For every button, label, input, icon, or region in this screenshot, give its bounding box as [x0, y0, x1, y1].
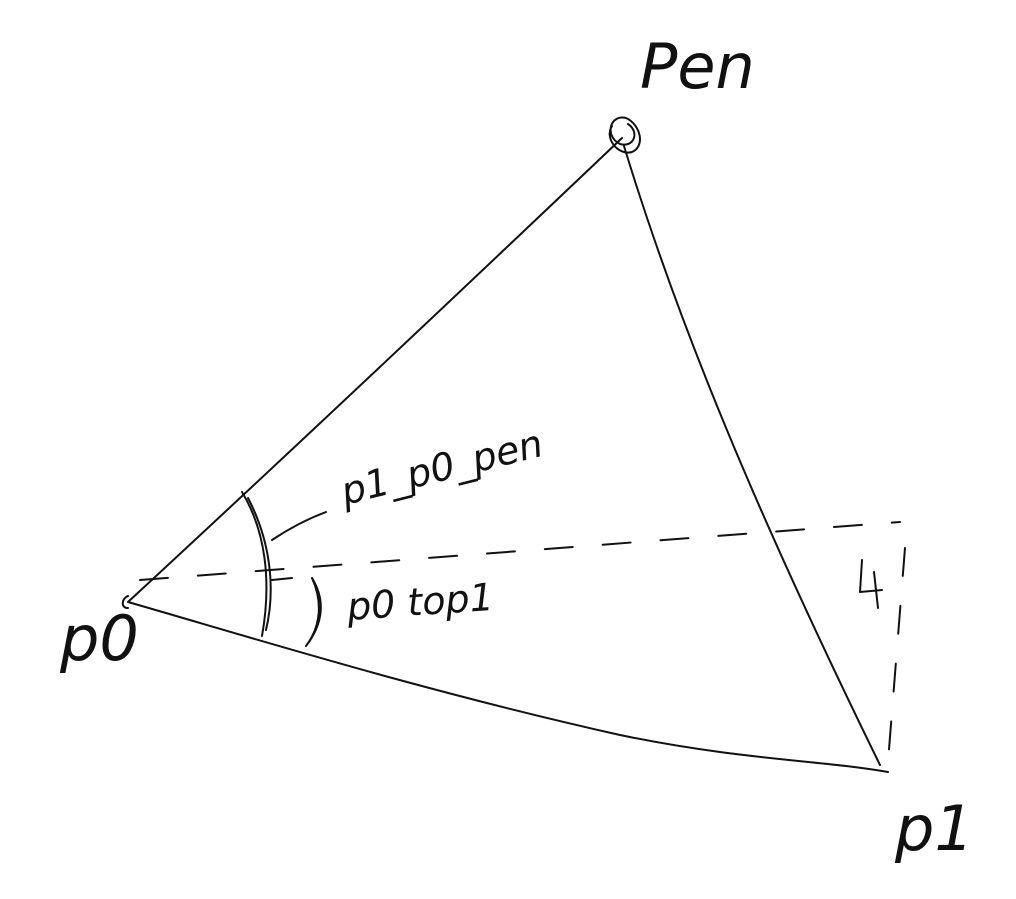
angle-arc-p0-to-p1 — [305, 577, 322, 647]
angle-arc-p1-p0-pen — [241, 491, 268, 637]
p0-point-marker — [121, 595, 129, 609]
leader-p1-p0-pen — [271, 511, 327, 541]
label-pen: Pen — [640, 30, 755, 103]
leader-p0-to-p1 — [271, 577, 293, 581]
vertical-drop-line — [887, 547, 906, 763]
pen-point-marker — [608, 116, 641, 154]
label-angle-p1-p0-pen: p1_p0_pen — [336, 421, 548, 514]
right-angle-mark — [859, 559, 883, 609]
segment-pen-p1 — [623, 145, 881, 766]
label-p1: p1 — [894, 792, 974, 865]
angle-arc-p1-p0-pen-inner — [247, 497, 272, 631]
horizontal-reference-line — [139, 521, 901, 581]
segment-p0-p1 — [127, 601, 889, 773]
label-p0: p0 — [59, 602, 139, 675]
label-angle-p0-to-p1: p0 top1 — [345, 575, 496, 629]
segment-p0-pen — [127, 137, 623, 603]
